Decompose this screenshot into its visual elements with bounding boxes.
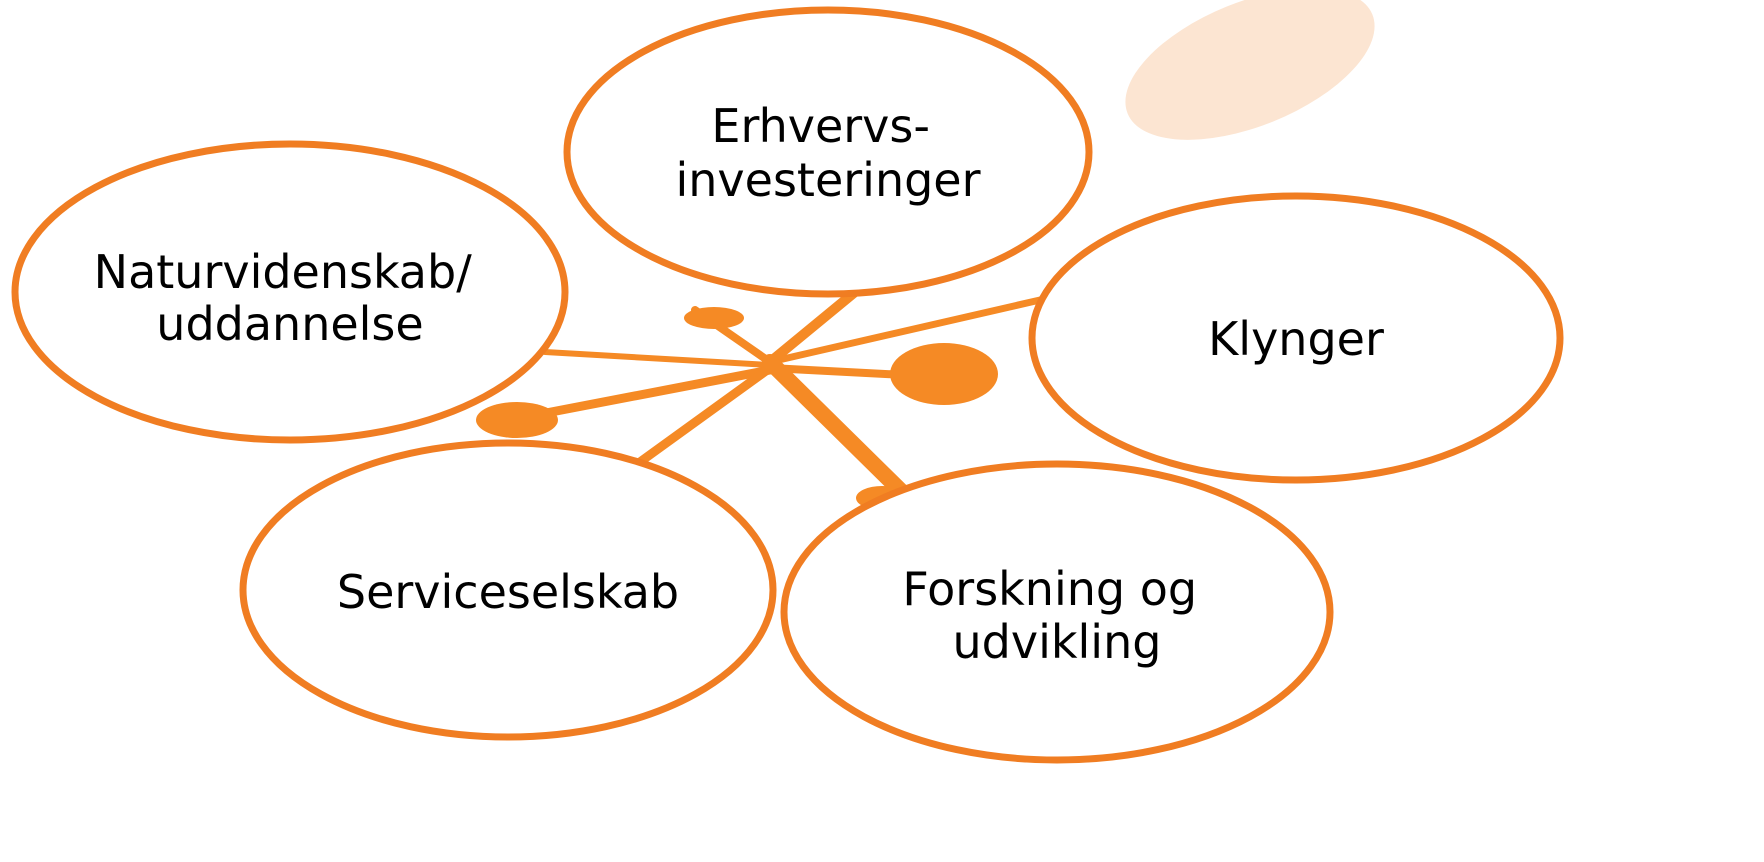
node-klynger-shape xyxy=(1028,192,1564,484)
svg-text:Forskning og udvikling: Forskning og udvikling xyxy=(902,562,1211,669)
node-forskning-label-line2: udvikling xyxy=(953,615,1162,669)
connector-dot-west xyxy=(476,402,558,438)
node-naturvidenskab-shape xyxy=(11,140,569,444)
node-serviceselskab-shape xyxy=(239,439,777,741)
connector-south xyxy=(635,363,775,467)
node-forskning-label-line1: Forskning og xyxy=(902,562,1197,616)
node-klynger-label-line1: Klynger xyxy=(1208,312,1384,366)
connector-dot-east xyxy=(890,343,998,405)
node-naturvidenskab-label-line1: Naturvidenskab/ xyxy=(94,245,473,299)
svg-text:Naturvidenskab/ uddannel: Naturvidenskab/ uddannelse xyxy=(94,245,487,351)
node-erhvervs: Erhvervs- investeringer xyxy=(563,6,1093,298)
svg-text:Erhvervs- investeringer: Erhvervs- investeringer xyxy=(675,99,980,207)
connector-east xyxy=(766,296,1044,366)
svg-text:Klynger: Klynger xyxy=(1208,312,1384,366)
connector-southeast xyxy=(762,354,913,503)
connector-dot-nw xyxy=(684,307,744,329)
node-naturvidenskab: Naturvidenskab/ uddannelse xyxy=(11,140,569,444)
node-forskning-shape xyxy=(780,460,1334,764)
svg-text:Serviceselskab: Serviceselskab xyxy=(337,565,679,619)
node-erhvervs-label-line2: investeringer xyxy=(675,153,980,207)
decorative-blob xyxy=(1125,0,1375,140)
connector-hub xyxy=(515,287,1044,503)
node-klynger: Klynger xyxy=(1028,192,1564,484)
connector-southeast-short xyxy=(766,364,909,379)
connector-southwest xyxy=(515,365,775,423)
node-naturvidenskab-label-line2: uddannelse xyxy=(156,297,423,351)
connector-west xyxy=(542,349,773,368)
node-serviceselskab: Serviceselskab xyxy=(239,439,777,741)
node-erhvervs-label-line1: Erhvervs- xyxy=(711,99,930,153)
node-forskning: Forskning og udvikling xyxy=(780,460,1334,764)
node-erhvervs-shape xyxy=(563,6,1093,298)
node-serviceselskab-label-line1: Serviceselskab xyxy=(337,565,679,619)
connector-ne xyxy=(765,287,860,367)
